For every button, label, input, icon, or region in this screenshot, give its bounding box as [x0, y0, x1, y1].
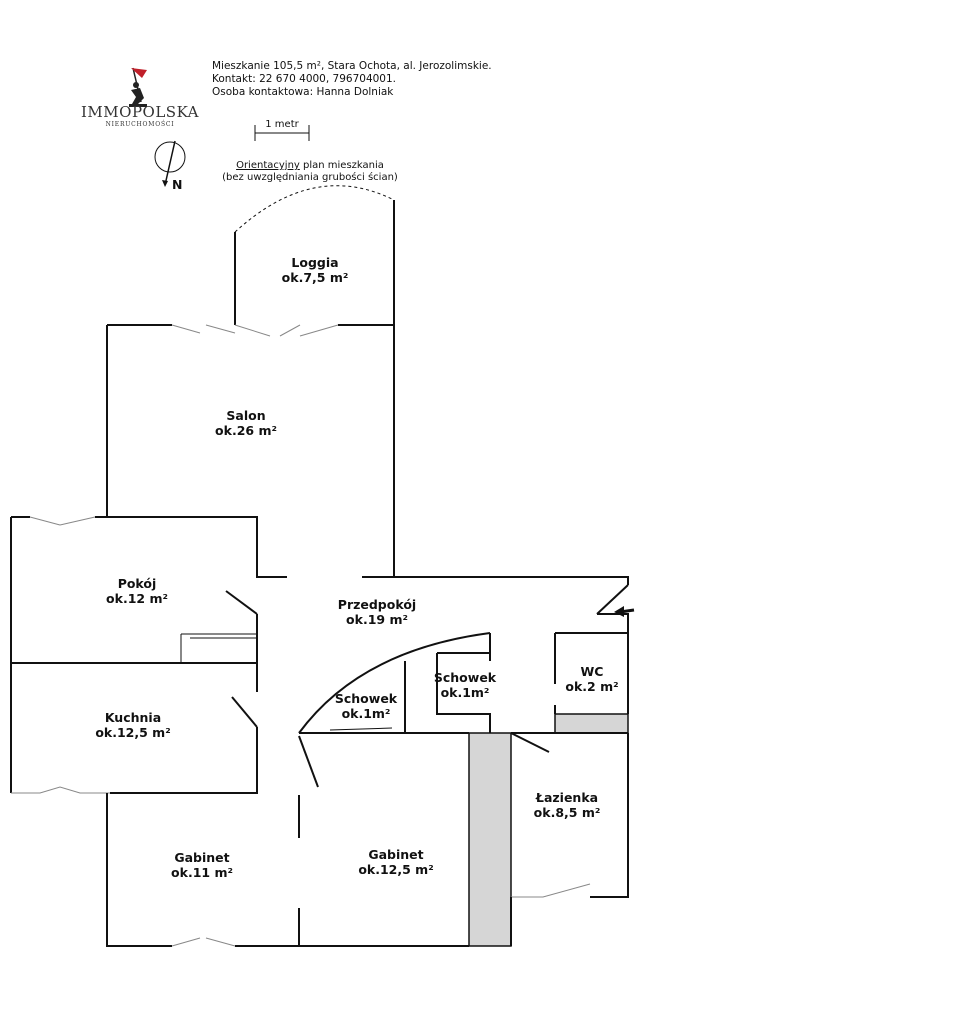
wc-shaft	[554, 713, 629, 734]
room-area: ok.1m²	[441, 685, 490, 700]
room-area: ok.12 m²	[106, 591, 168, 606]
room-name: Pokój	[118, 576, 157, 591]
room-name: Gabinet	[174, 850, 229, 865]
walls	[10, 185, 629, 947]
room-area: ok.8,5 m²	[534, 805, 601, 820]
room-gabinet-right: Gabinet ok.12,5 m²	[358, 847, 433, 877]
room-loggia: Loggia ok.7,5 m²	[282, 255, 349, 285]
scale-label: 1 metr	[265, 119, 299, 130]
header-line-1: Mieszkanie 105,5 m², Stara Ochota, al. J…	[212, 60, 492, 72]
room-przedpokoj: Przedpokój ok.19 m²	[338, 597, 416, 627]
room-name: WC	[581, 664, 604, 679]
room-area: ok.7,5 m²	[282, 270, 349, 285]
room-name: Łazienka	[535, 790, 598, 805]
room-area: ok.1m²	[342, 706, 391, 721]
company-logo: IMMOPOLSKA NIERUCHOMOŚCI	[81, 67, 199, 128]
room-schowek-arc: Schowek ok.1m²	[335, 691, 398, 721]
room-wc: WC ok.2 m²	[565, 664, 618, 694]
room-name: Gabinet	[368, 847, 423, 862]
room-name: Schowek	[434, 670, 497, 685]
caption-rest: plan mieszkania	[300, 160, 384, 171]
header-line-2: Kontakt: 22 670 4000, 796704001.	[212, 73, 396, 85]
room-area: ok.12,5 m²	[358, 862, 433, 877]
room-name: Kuchnia	[105, 710, 161, 725]
caption-emphasis: Orientacyjny	[236, 160, 300, 171]
logo-subtitle: NIERUCHOMOŚCI	[106, 120, 175, 128]
compass-needle-icon	[164, 140, 176, 186]
ventilation-shaft	[468, 732, 512, 947]
room-name: Przedpokój	[338, 597, 416, 612]
compass-circle-icon	[154, 141, 186, 173]
header-line-3: Osoba kontaktowa: Hanna Dolniak	[212, 86, 394, 98]
room-area: ok.26 m²	[215, 423, 277, 438]
knight-flag-icon	[129, 67, 147, 107]
room-area: ok.19 m²	[346, 612, 408, 627]
compass-label: N	[172, 177, 182, 192]
plan-caption: Orientacyjny plan mieszkania	[236, 160, 384, 171]
compass: N	[154, 140, 186, 192]
room-area: ok.2 m²	[565, 679, 618, 694]
scale-bar: 1 metr	[254, 119, 310, 141]
room-kuchnia: Kuchnia ok.12,5 m²	[95, 710, 170, 740]
logo-name: IMMOPOLSKA	[81, 103, 199, 121]
room-lazienka: Łazienka ok.8,5 m²	[534, 790, 601, 820]
room-salon: Salon ok.26 m²	[215, 408, 277, 438]
entrance-arrow-icon	[614, 606, 635, 617]
room-pokoj: Pokój ok.12 m²	[106, 576, 168, 606]
room-name: Salon	[226, 408, 265, 423]
room-area: ok.11 m²	[171, 865, 233, 880]
room-gabinet-left: Gabinet ok.11 m²	[171, 850, 233, 880]
room-name: Loggia	[291, 255, 338, 270]
room-name: Schowek	[335, 691, 398, 706]
room-area: ok.12,5 m²	[95, 725, 170, 740]
room-schowek-box: Schowek ok.1m²	[434, 670, 497, 700]
caption-line-2: (bez uwzględniania grubości ścian)	[222, 171, 398, 183]
